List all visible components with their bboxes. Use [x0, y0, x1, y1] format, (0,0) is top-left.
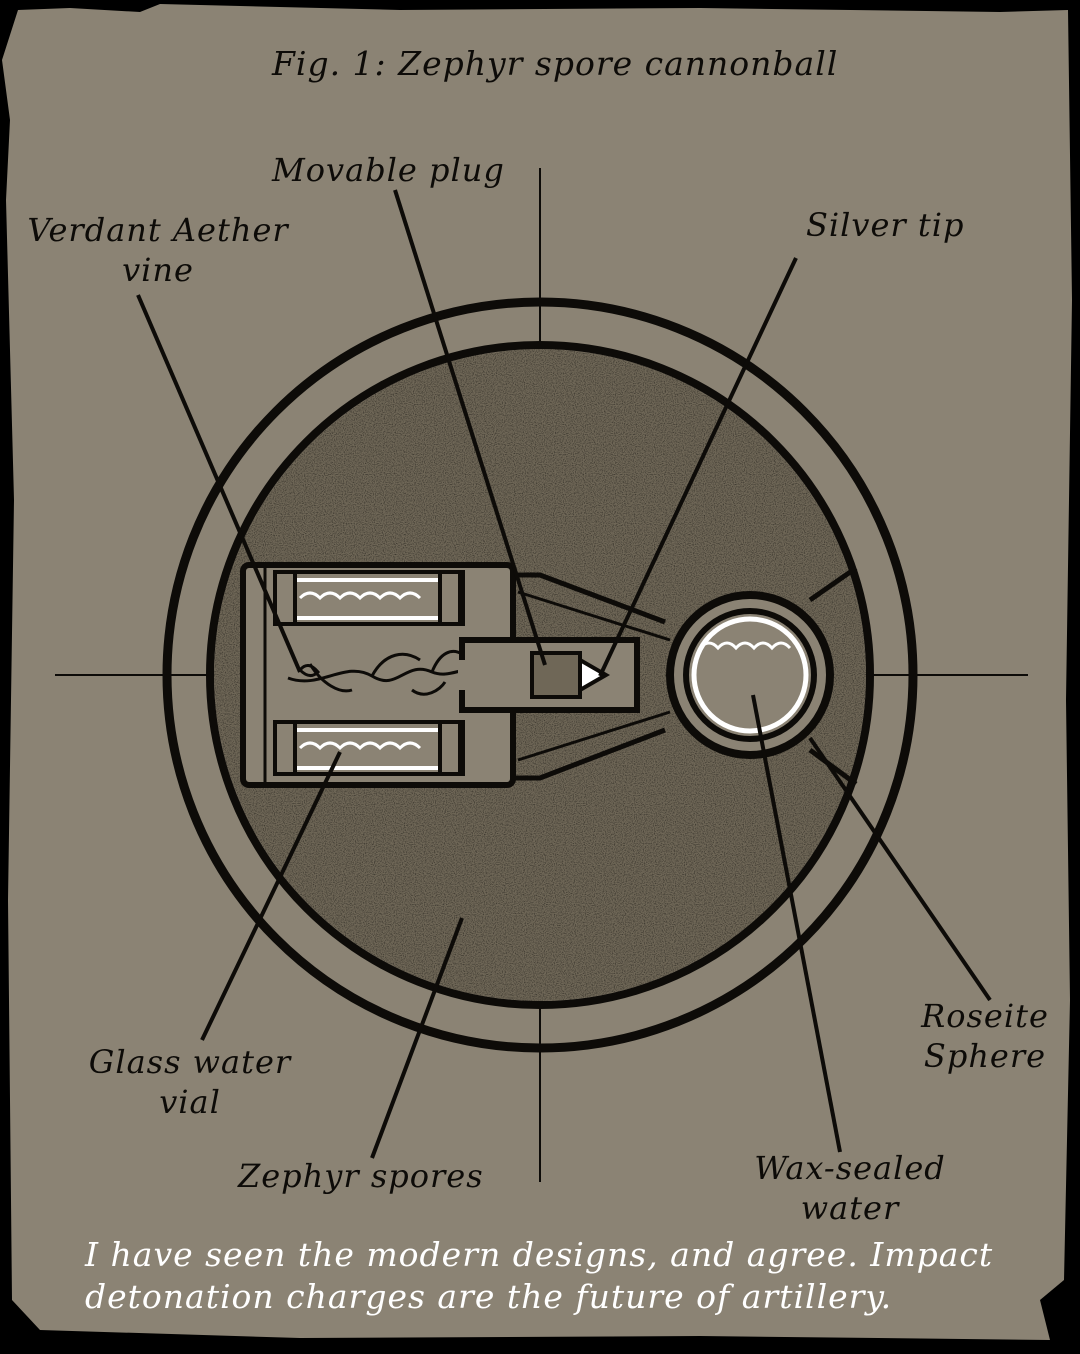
label-roseite-sphere: Roseite Sphere: [900, 996, 1070, 1076]
leader-roseite-sphere: [808, 736, 992, 1002]
label-glass-water-vial: Glass water vial: [60, 1042, 320, 1122]
caption: I have seen the modern designs, and agre…: [85, 1234, 1045, 1318]
caption-line2: detonation charges are the future of art…: [85, 1277, 893, 1316]
movable-plug: [530, 651, 582, 699]
label-wax-line2: water: [800, 1189, 900, 1227]
caption-line1: I have seen the modern designs, and agre…: [85, 1235, 994, 1274]
label-wax-line1: Wax-sealed: [754, 1149, 946, 1187]
glass-water-vial-top: [273, 570, 465, 626]
verdant-aether-vine: [287, 649, 491, 696]
wax-sealed-water: [691, 616, 809, 734]
silver-tip: [578, 656, 611, 694]
label-verdant-line2: vine: [122, 251, 194, 289]
label-movable-plug: Movable plug: [272, 151, 505, 189]
label-verdant-line1: Verdant Aether: [27, 211, 289, 249]
leader-lines: [136, 189, 992, 1159]
label-zephyr-spores: Zephyr spores: [238, 1157, 484, 1195]
inner-shell: [206, 341, 874, 1009]
leader-glass-vial: [200, 751, 342, 1041]
label-roseite-line1: Roseite: [921, 997, 1049, 1035]
figure-title: Fig. 1: Zephyr spore cannonball: [272, 44, 839, 83]
leader-movable-plug: [393, 189, 547, 666]
leader-zephyr-spores: [370, 917, 464, 1159]
label-roseite-line2: Sphere: [923, 1037, 1047, 1075]
glass-water-vial-bottom: [273, 720, 465, 776]
label-glass-line2: vial: [159, 1083, 221, 1121]
leader-silver-tip: [598, 257, 798, 677]
label-verdant-aether-vine: Verdant Aether vine: [8, 210, 308, 290]
leader-verdant-vine: [136, 294, 302, 673]
label-silver-tip: Silver tip: [806, 206, 965, 244]
outer-shell: [162, 297, 918, 1053]
label-glass-line1: Glass water: [88, 1043, 292, 1081]
leader-wax-water: [751, 694, 842, 1153]
label-wax-sealed-water: Wax-sealed water: [720, 1148, 980, 1228]
